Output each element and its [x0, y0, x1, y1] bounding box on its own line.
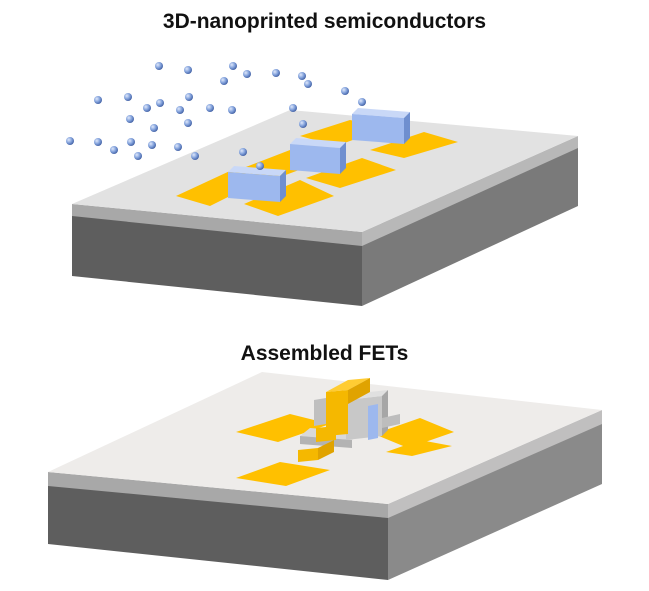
nanoparticle: [155, 62, 163, 70]
gate-electrode: [326, 378, 370, 392]
nanoparticle: [126, 115, 134, 123]
top-semiconductors: [228, 108, 410, 202]
nanoparticle: [134, 152, 142, 160]
gate-structure: [382, 414, 400, 428]
nanoparticle: [148, 141, 156, 149]
electrode: [374, 418, 454, 448]
gate-connector: [316, 426, 336, 442]
nanoparticle: [239, 148, 247, 156]
nanoparticle: [289, 104, 297, 112]
nanoparticle: [124, 93, 132, 101]
nanoparticle: [358, 98, 366, 106]
gate-connector: [318, 440, 334, 460]
nanoparticle: [110, 146, 118, 154]
nanoparticle: [206, 104, 214, 112]
nanoparticle: [243, 70, 251, 78]
top-substrate-side-right: [362, 140, 578, 306]
gate-structure: [382, 390, 388, 436]
nanoparticle: [184, 119, 192, 127]
nanoparticle: [143, 104, 151, 112]
bottom-substrate-edge-front: [48, 472, 388, 518]
semiconductor-block: [228, 166, 286, 202]
bottom-fet: [236, 378, 454, 486]
electrode: [236, 414, 330, 442]
nanoparticle: [191, 152, 199, 160]
electrode: [244, 180, 334, 216]
gate-structure: [300, 436, 352, 448]
electrode: [306, 158, 396, 188]
semiconductor-channel: [368, 404, 378, 440]
bottom-substrate-edge-right: [388, 410, 602, 518]
nanoparticle: [176, 106, 184, 114]
nanoparticle: [174, 143, 182, 151]
nanoparticle: [66, 137, 74, 145]
top-substrate-edge-right: [362, 136, 578, 246]
nanoparticles: [66, 62, 366, 170]
gate-electrode: [348, 378, 370, 404]
nanoparticle: [185, 93, 193, 101]
electrode: [386, 440, 452, 456]
nanoparticle: [228, 106, 236, 114]
semiconductor-block: [352, 108, 410, 144]
top-substrate-edge-front: [72, 204, 362, 246]
gate-structure: [314, 398, 326, 426]
gate-connector: [298, 448, 318, 462]
nanoparticle: [94, 138, 102, 146]
nanoparticle: [127, 138, 135, 146]
electrode: [370, 132, 458, 158]
bottom-panel-title: Assembled FETs: [240, 342, 409, 365]
nanoparticle: [298, 72, 306, 80]
nanoparticle: [299, 120, 307, 128]
bottom-substrate-side-right: [388, 422, 602, 580]
nanoparticle: [229, 62, 237, 70]
nanoparticle: [220, 77, 228, 85]
electrode: [236, 462, 330, 486]
nanoparticle: [156, 99, 164, 107]
nanoparticle: [256, 162, 264, 170]
nanoparticle: [184, 66, 192, 74]
nanoparticle: [304, 80, 312, 88]
top-panel-title: 3D-nanoprinted semiconductors: [162, 10, 487, 33]
gate-electrode: [326, 390, 348, 436]
semiconductor-block: [290, 138, 346, 174]
nanoparticle: [272, 69, 280, 77]
nanoparticle: [94, 96, 102, 104]
nanoparticle: [341, 87, 349, 95]
nanoparticle: [150, 124, 158, 132]
